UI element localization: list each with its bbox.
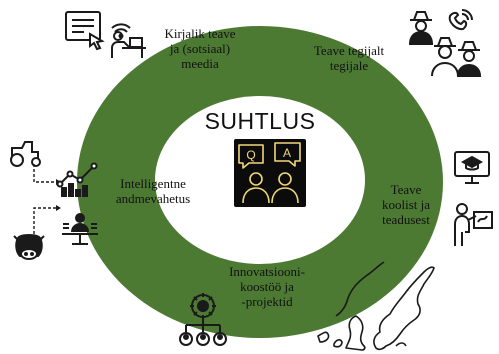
line-chart-icon [56, 162, 98, 197]
tractor-icon [10, 141, 41, 167]
answer-letter: A [283, 146, 291, 160]
teacher-board-icon [454, 203, 493, 246]
label-schools-science: Teave koolist ja teadusest [381, 182, 431, 227]
question-letter: Q [246, 148, 255, 162]
document-pointer-icon [65, 11, 105, 51]
label-written-media: Kirjalik teave ja (sotsiaal) meedia [164, 26, 236, 71]
person-at-desk-icon [111, 31, 146, 58]
network-gear-icon [179, 293, 227, 346]
question-bubble-icon [238, 144, 264, 169]
label-innovation-projects: Innovatsiooni- koostöö ja -projektid [229, 264, 305, 309]
answer-bubble-icon [274, 142, 301, 167]
center-title: SUHTLUS [204, 108, 316, 134]
nordic-map-icon [317, 261, 435, 351]
education-monitor-icon [454, 151, 490, 184]
label-peer-to-peer: Teave tegijalt tegijale [313, 43, 385, 73]
label-data-exchange: Intelligentne andmevahetus [115, 176, 191, 206]
farmers-phone-icon [408, 9, 482, 77]
cow-icon [13, 234, 45, 260]
qa-chat-icon: Q A [234, 139, 306, 207]
data-analyst-icon [62, 213, 98, 245]
